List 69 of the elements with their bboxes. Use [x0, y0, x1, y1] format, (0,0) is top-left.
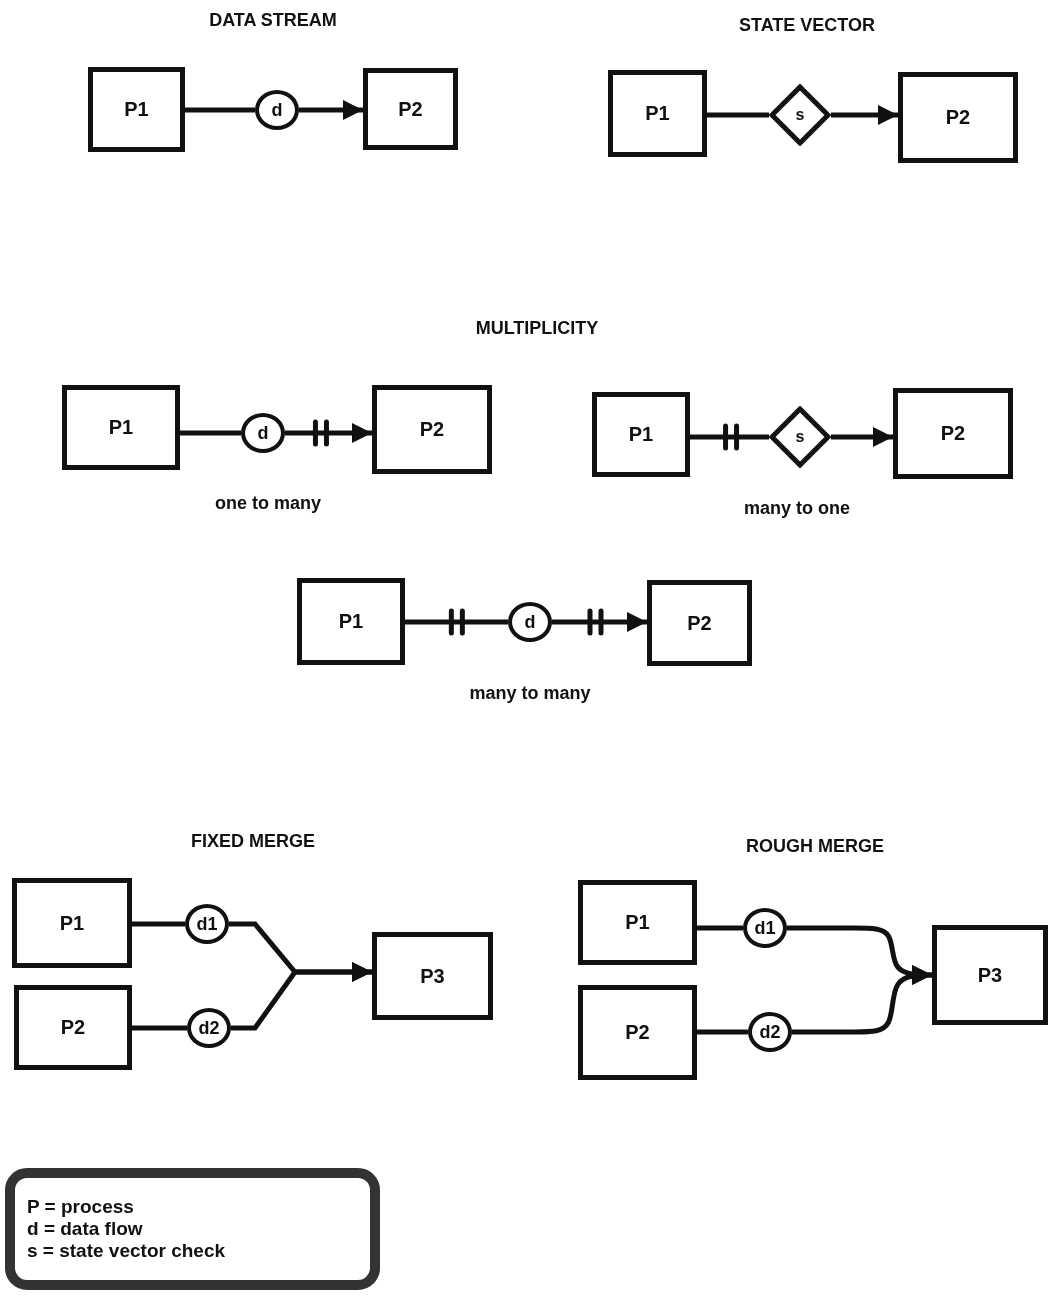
node-label: P2 — [625, 1021, 650, 1044]
process-box — [608, 70, 707, 157]
node-label: d — [271, 99, 283, 121]
process-box — [372, 385, 492, 474]
process-box — [12, 878, 132, 968]
process-box — [372, 932, 493, 1020]
state-vector-diamond — [769, 406, 831, 468]
section-title: ROUGH MERGE — [746, 836, 884, 857]
node-label: P2 — [945, 106, 971, 129]
node-label: P2 — [687, 611, 712, 635]
node-label: s — [795, 106, 805, 124]
section-title: DATA STREAM — [209, 10, 337, 31]
arrow — [299, 100, 363, 120]
node-label: P1 — [625, 911, 650, 934]
node-label: s — [795, 428, 805, 446]
node-label: d — [257, 422, 269, 444]
key-entry: d = data flow — [27, 1218, 143, 1240]
data-flow-circle — [241, 413, 285, 453]
data-flow-circle — [508, 602, 552, 642]
node-label: P1 — [628, 423, 654, 446]
process-box — [297, 578, 405, 665]
process-box — [578, 880, 697, 965]
process-box — [578, 985, 697, 1080]
process-box — [932, 925, 1048, 1025]
multiplicity-caption: one to many — [215, 493, 321, 514]
section-title: MULTIPLICITY — [475, 318, 599, 339]
node-label: d2 — [198, 1017, 220, 1039]
node-label: d1 — [196, 913, 218, 935]
state-vector-diamond — [769, 84, 831, 146]
node-label: P3 — [420, 964, 445, 988]
process-box — [647, 580, 752, 666]
key-entry: s = state vector check — [27, 1240, 226, 1262]
data-flow-circle — [748, 1012, 792, 1052]
node-label: P2 — [60, 1016, 86, 1039]
process-box — [592, 392, 690, 477]
section-title: FIXED MERGE — [191, 831, 315, 852]
data-flow-circle — [743, 908, 787, 948]
arrow — [831, 427, 893, 447]
node-label: P3 — [977, 963, 1003, 987]
data-flow-circle — [187, 1008, 231, 1048]
node-label: P2 — [940, 422, 966, 445]
node-label: P1 — [108, 416, 134, 439]
arrow — [231, 962, 372, 1031]
node-label: P2 — [398, 97, 423, 121]
arrow — [552, 612, 647, 632]
node-label: d1 — [754, 917, 776, 939]
key-box — [5, 1168, 380, 1290]
process-box — [88, 67, 185, 152]
data-flow-circle — [255, 90, 299, 130]
node-label: P2 — [419, 418, 445, 441]
node-label: P1 — [124, 98, 149, 121]
section-title: STATE VECTOR — [739, 15, 875, 36]
node-label: d — [524, 611, 536, 633]
process-box — [893, 388, 1013, 479]
process-box — [14, 985, 132, 1070]
arrow — [792, 965, 932, 1035]
arrow — [285, 423, 372, 443]
node-label: P1 — [338, 610, 364, 633]
data-flow-circle — [185, 904, 229, 944]
key-entry: P = process — [27, 1196, 134, 1218]
node-label: P1 — [645, 102, 670, 125]
node-label: P1 — [59, 911, 85, 935]
multiplicity-caption: many to many — [469, 683, 591, 704]
process-box — [62, 385, 180, 470]
process-box — [898, 72, 1018, 163]
arrow — [831, 105, 898, 125]
node-label: d2 — [759, 1021, 781, 1043]
multiplicity-caption: many to one — [744, 498, 850, 519]
process-box — [363, 68, 458, 150]
